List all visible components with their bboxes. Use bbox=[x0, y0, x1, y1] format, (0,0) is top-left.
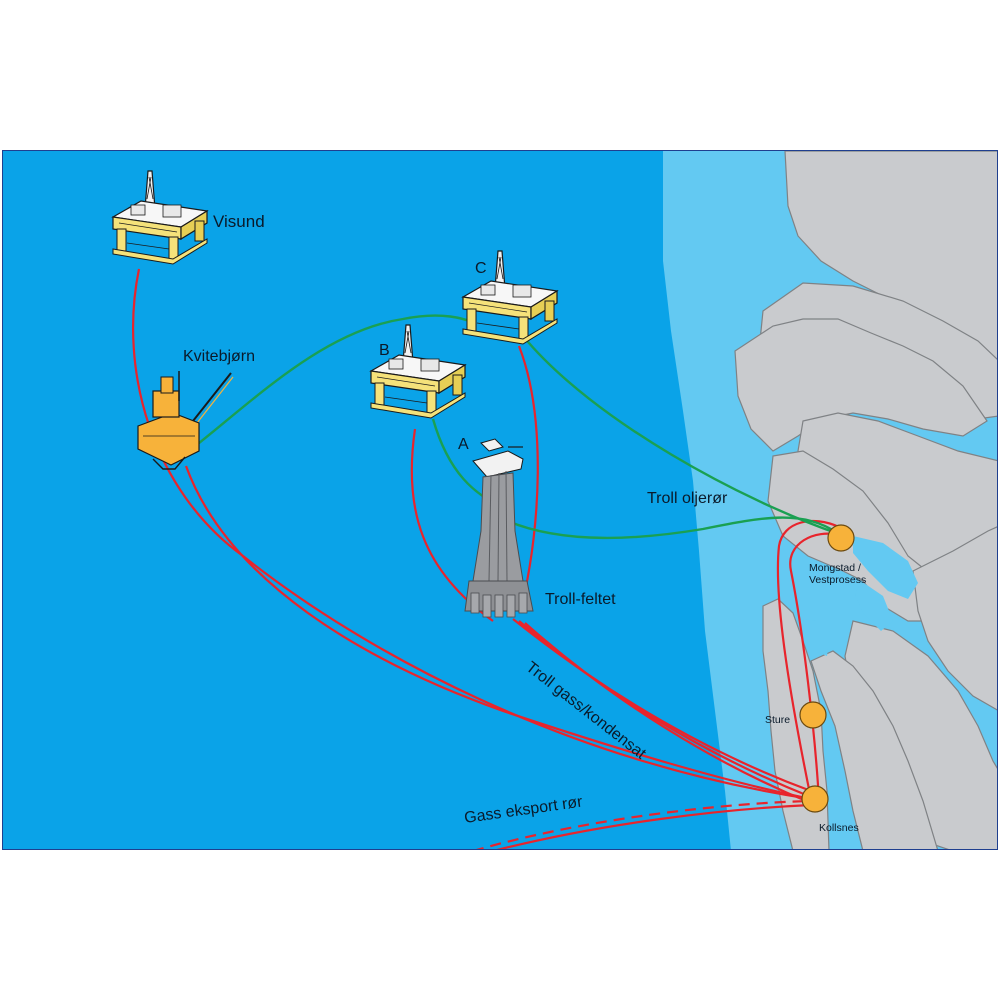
land-sture-island bbox=[810, 650, 939, 849]
oil-line-troll bbox=[502, 516, 840, 540]
gas-line-kvitebjorn bbox=[184, 465, 812, 801]
terminal-marker-icon bbox=[827, 524, 855, 552]
label-troll-field: Troll-feltet bbox=[545, 591, 616, 608]
inland-water bbox=[803, 536, 918, 656]
terminal-marker-icon bbox=[799, 701, 827, 729]
pipeline-map: Visund C B A Kvitebjørn Troll-feltet Tro… bbox=[3, 151, 997, 849]
label-mongstad-line2: Vestprosess bbox=[809, 574, 866, 586]
gas-export-line-1 bbox=[496, 803, 812, 849]
gas-line-kollsnes-mongstad-2 bbox=[789, 532, 840, 802]
gas-line-troll-3 bbox=[524, 622, 812, 805]
label-visund: Visund bbox=[213, 212, 265, 231]
gas-export-line-dashed bbox=[476, 799, 812, 849]
land-east-1 bbox=[912, 526, 997, 711]
gas-line-c bbox=[517, 345, 539, 592]
label-sture: Sture bbox=[765, 714, 790, 726]
map-frame: Visund C B A Kvitebjørn Troll-feltet Tro… bbox=[2, 150, 998, 850]
label-platform-a: A bbox=[458, 436, 469, 453]
oil-line-kvitebjorn bbox=[188, 314, 476, 452]
concrete-gbs-platform-icon bbox=[464, 438, 534, 618]
terminal-marker-icon bbox=[801, 785, 829, 813]
label-kvitebjorn: Kvitebjørn bbox=[183, 348, 255, 365]
oil-pipelines bbox=[188, 314, 840, 540]
label-mongstad-line1: Mongstad / bbox=[809, 562, 861, 574]
label-troll-oil-pipeline: Troll oljerør bbox=[647, 490, 728, 507]
gas-line-visund bbox=[132, 268, 812, 801]
jacket-platform-icon bbox=[137, 371, 234, 470]
land bbox=[734, 151, 997, 849]
label-kollsnes: Kollsnes bbox=[819, 822, 859, 834]
label-platform-c: C bbox=[475, 260, 487, 277]
land-island-2 bbox=[734, 318, 988, 452]
label-platform-b: B bbox=[379, 342, 390, 359]
